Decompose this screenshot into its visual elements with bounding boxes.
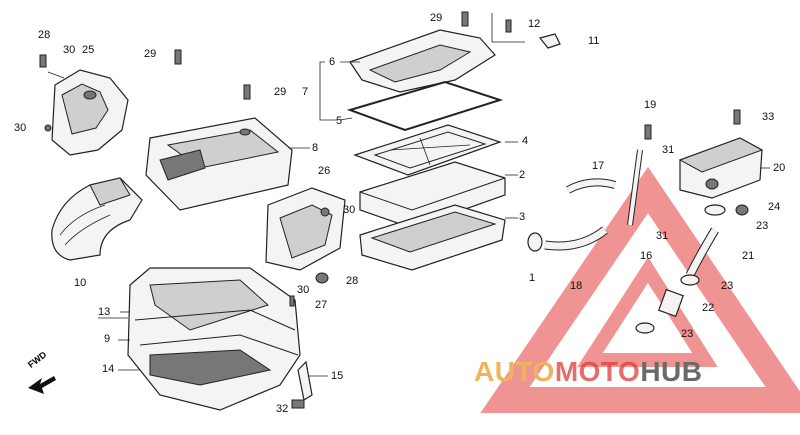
left-cover-bracket xyxy=(44,69,129,156)
part-label-28: 28 xyxy=(346,275,359,287)
watermark-text: AUTOMOTOHUB xyxy=(474,356,702,388)
part-label-31: 31 xyxy=(662,144,675,156)
part-label-12: 12 xyxy=(528,18,541,30)
part-label-13: 13 xyxy=(98,306,111,318)
part-label-27: 27 xyxy=(315,299,328,311)
part-label-30: 30 xyxy=(343,204,356,216)
top-cover xyxy=(349,29,496,93)
part-label-28: 28 xyxy=(38,29,51,41)
watermark-moto: MOTO xyxy=(554,356,641,387)
part-label-7: 7 xyxy=(302,86,309,98)
part-label-30: 30 xyxy=(14,122,27,134)
part-label-2: 2 xyxy=(519,169,526,181)
breather-hoses xyxy=(527,149,726,334)
part-label-29: 29 xyxy=(430,12,443,24)
part-label-24: 24 xyxy=(768,201,781,213)
part-label-10: 10 xyxy=(74,277,87,289)
part-label-23: 23 xyxy=(756,220,769,232)
part-label-14: 14 xyxy=(102,363,115,375)
part-label-19: 19 xyxy=(644,99,657,111)
filter-frame xyxy=(353,124,502,176)
part-label-30: 30 xyxy=(63,44,76,56)
watermark-hub: HUB xyxy=(640,356,703,387)
part-label-6: 6 xyxy=(329,56,336,68)
bolts xyxy=(39,11,749,409)
part-label-8: 8 xyxy=(312,142,319,154)
intake-duct xyxy=(51,177,143,261)
part-label-23: 23 xyxy=(721,280,734,292)
watermark-auto: AUTO xyxy=(474,356,555,387)
leader-lines xyxy=(98,13,770,377)
part-label-3: 3 xyxy=(519,211,526,223)
part-label-17: 17 xyxy=(592,160,605,172)
part-label-29: 29 xyxy=(274,86,287,98)
forward-arrow xyxy=(28,376,56,394)
part-label-20: 20 xyxy=(773,162,786,174)
part-label-25: 25 xyxy=(82,44,95,56)
part-label-18: 18 xyxy=(570,280,583,292)
part-label-32: 32 xyxy=(276,403,289,415)
part-label-33: 33 xyxy=(762,111,775,123)
side-cover xyxy=(265,187,346,271)
filter-base-tray xyxy=(359,204,506,271)
part-label-16: 16 xyxy=(640,250,653,262)
part-label-1: 1 xyxy=(529,272,536,284)
part-label-22: 22 xyxy=(702,302,715,314)
air-cleaner-case xyxy=(127,267,313,411)
gasket xyxy=(346,80,504,132)
part-label-21: 21 xyxy=(742,250,755,262)
part-label-11: 11 xyxy=(588,35,600,47)
part-label-15: 15 xyxy=(331,370,344,382)
air-box-housing xyxy=(145,117,293,211)
part-label-31: 31 xyxy=(656,230,669,242)
part-label-23: 23 xyxy=(681,328,694,340)
breather-tank xyxy=(678,137,764,199)
part-label-29: 29 xyxy=(144,48,157,60)
part-label-9: 9 xyxy=(104,333,111,345)
filter-element xyxy=(359,161,506,229)
part-label-26: 26 xyxy=(318,165,331,177)
part-label-5: 5 xyxy=(336,115,343,127)
part-label-4: 4 xyxy=(522,135,529,147)
part-label-30: 30 xyxy=(297,284,310,296)
